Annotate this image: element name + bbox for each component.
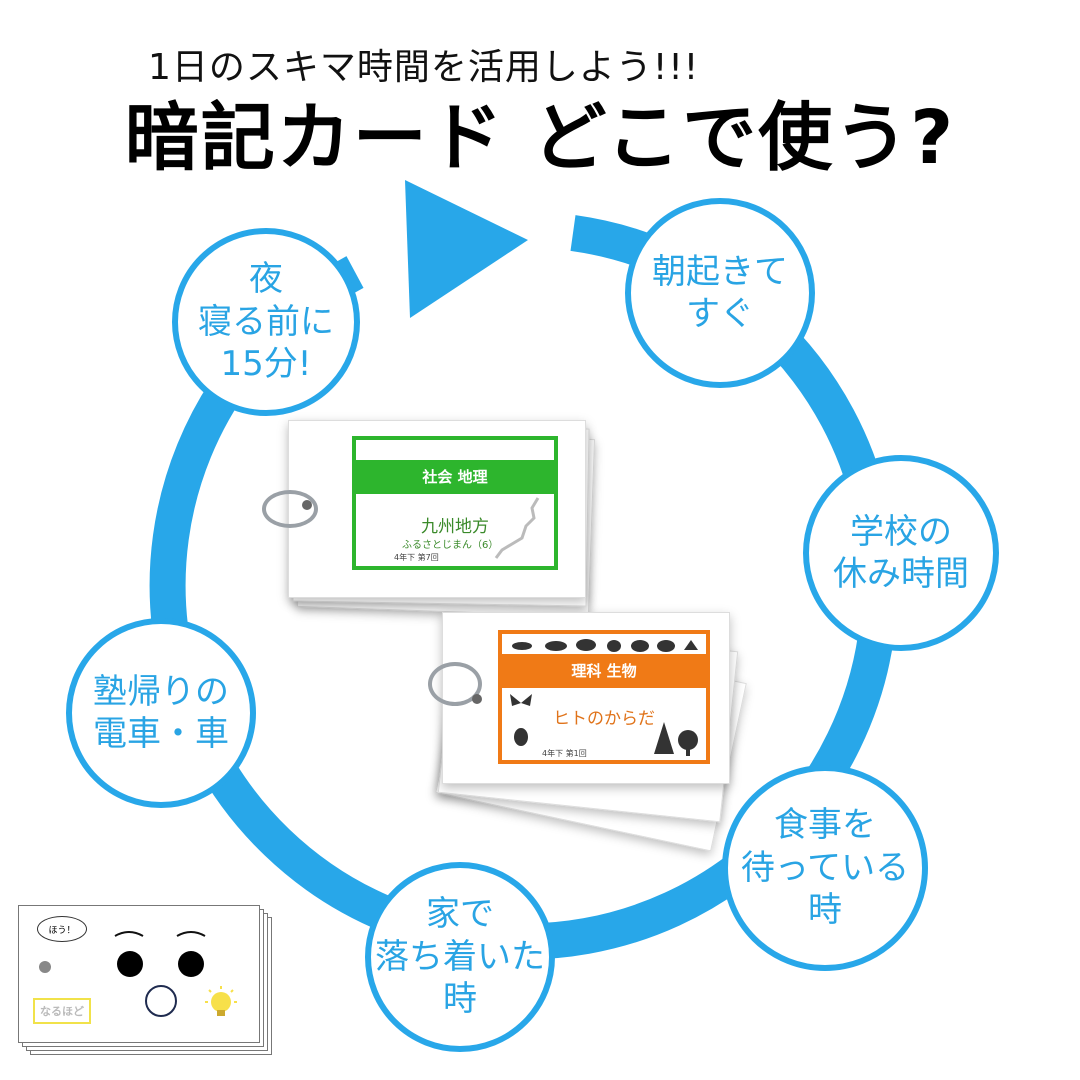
card-header-science: 理科 生物 <box>502 654 706 688</box>
step-bubble-night: 夜 寝る前に 15分! <box>172 228 360 416</box>
step-label: 朝起きて すぐ <box>652 251 788 335</box>
lightbulb-icon <box>205 986 237 1016</box>
speech-bubble: ほう！ <box>37 916 87 942</box>
card-subtitle-social: ふるさとじまん（6） <box>402 540 499 551</box>
card-session-science: 4年下 第1回 <box>542 749 587 758</box>
card-hole <box>302 500 312 510</box>
subtitle: 1日のスキマ時間を活用しよう!!! <box>148 47 700 88</box>
card-title-social: 九州地方 <box>421 517 489 537</box>
cycle-arrow-head <box>405 180 528 318</box>
animal-silhouettes-icon <box>512 639 698 652</box>
step-bubble-home: 家で 落ち着いた 時 <box>365 862 555 1052</box>
card-header-social: 社会 地理 <box>356 460 554 494</box>
card-face-social: 社会 地理 九州地方 ふるさとじまん（6） 4年下 第7回 <box>352 436 558 570</box>
step-bubble-school-break: 学校の 休み時間 <box>803 455 999 651</box>
trees-icon <box>654 722 698 756</box>
card-hole <box>472 694 482 704</box>
step-bubble-waiting-meal: 食事を 待っている時 <box>722 765 928 971</box>
step-label: 塾帰りの 電車・車 <box>93 671 229 755</box>
binder-ring-icon <box>428 662 482 706</box>
naruhodo-badge: なるほど <box>33 998 91 1024</box>
mascot-card-front: ほう！ なるほど <box>18 905 260 1043</box>
card-title-science: ヒトのからだ <box>553 709 655 729</box>
step-bubble-cram-school: 塾帰りの 電車・車 <box>66 618 256 808</box>
step-label: 家で 落ち着いた 時 <box>375 894 545 1020</box>
butterfly-icon <box>510 694 532 706</box>
step-label: 学校の 休み時間 <box>833 511 969 595</box>
cycle-ring-arc <box>149 215 898 960</box>
mascot-card-stack: ほう！ なるほど <box>18 905 273 1055</box>
flashcard-deck-social: 社会 地理 九州地方 ふるさとじまん（6） 4年下 第7回 <box>262 420 596 620</box>
step-bubble-morning: 朝起きて すぐ <box>625 198 815 388</box>
step-label: 食事を 待っている時 <box>740 805 910 931</box>
card-face-science: 理科 生物 ヒトのからだ 4年下 第1回 <box>498 630 710 764</box>
binder-ring-icon <box>262 490 318 528</box>
japan-map-icon <box>494 497 540 559</box>
beetle-icon <box>514 728 528 746</box>
surprised-face-icon <box>39 931 206 1017</box>
flashcard-deck-science: 理科 生物 ヒトのからだ 4年下 第1回 <box>428 612 747 862</box>
step-label: 夜 寝る前に 15分! <box>198 259 334 385</box>
card-session-social: 4年下 第7回 <box>394 553 439 562</box>
page-title: 暗記カード どこで使う? <box>124 95 956 181</box>
